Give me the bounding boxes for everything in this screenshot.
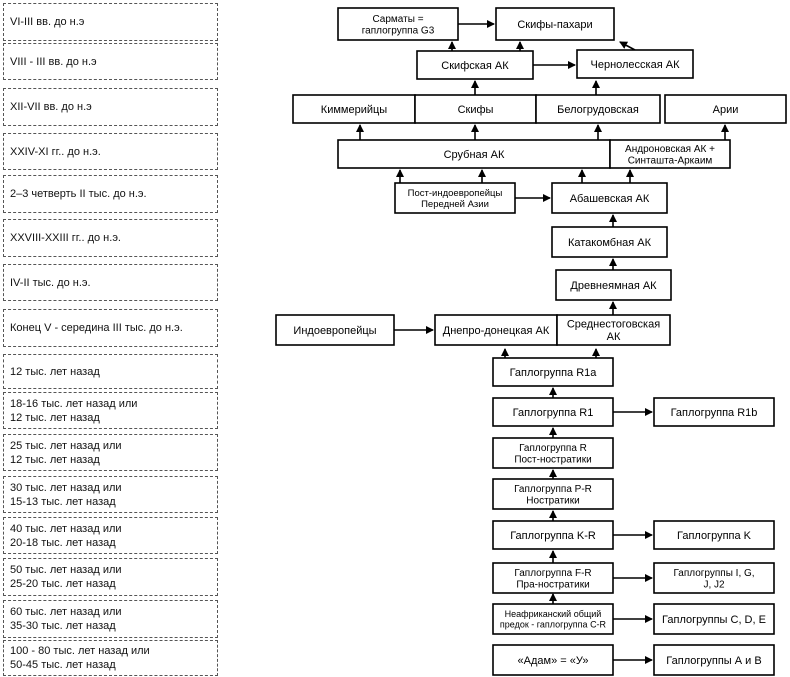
node-abashevskaya: Абашевская АК [551,182,668,214]
timeline-period: XXVIII-XXIII гг.. до н.э. [3,219,218,257]
node-label: Киммерийцы [321,104,388,116]
node-label: Днепро-донецкая АК [443,325,550,337]
node-sarmaty: Сарматы =гаплогруппа G3 [337,7,459,41]
node-label: Арии [713,104,739,116]
node-katakombnaya: Катакомбная АК [551,226,668,258]
timeline-period: 12 тыс. лет назад [3,354,218,389]
node-label: Индоевропейцы [293,325,376,337]
node-ab: Гаплогруппы А и В [653,644,775,676]
node-label: Катакомбная АК [568,237,652,249]
timeline-period: 25 тыс. лет назад или 12 тыс. лет назад [3,434,218,471]
node-label: Чернолесская АК [591,59,681,71]
node-kr: Гаплогруппа K-R [492,520,614,550]
node-k: Гаплогруппа K [653,520,775,550]
node-srubnaya: Срубная АК [337,139,611,169]
node-label: Белогрудовская [557,104,639,116]
node-label: Скифская АК [441,60,509,72]
node-label: Синташта-Аркаим [628,155,713,166]
timeline-period: 60 тыс. лет назад или 35-30 тыс. лет наз… [3,600,218,638]
node-skifskaya: Скифская АК [416,50,534,80]
timeline-period: VIII - III вв. до н.э [3,43,218,80]
timeline-period: IV-II тыс. до н.э. [3,264,218,301]
node-label: Пост-индоевропейцы [408,188,503,199]
nodes: Сарматы =гаплогруппа G3 Скифы-пахариСкифс… [275,7,787,676]
node-label: Гаплогруппа P-R [514,484,592,495]
timeline-period: 50 тыс. лет назад или 25-20 тыс. лет наз… [3,558,218,596]
timeline-period: 30 тыс. лет назад или 15-13 тыс. лет наз… [3,476,218,513]
node-dnepro: Днепро-донецкая АК [434,314,558,346]
node-ij: Гаплогруппы I, G,J, J2 [653,562,775,594]
node-skify: Скифы [414,94,537,124]
node-belogrudovskaya: Белогрудовская [535,94,661,124]
node-label: «Адам» = «У» [518,655,589,667]
node-andronovskaya: Андроновская АК +Синташта-Аркаим [609,139,731,169]
node-drevneyamnaya: Древнеямная АК [555,269,672,301]
node-label: J, J2 [703,579,725,590]
node-indoevropeytsy: Индоевропейцы [275,314,395,346]
node-cde: Гаплогруппы C, D, E [653,603,775,635]
node-kimmeriytsy: Киммерийцы [292,94,416,124]
node-label: Гаплогруппа R1b [671,407,758,419]
node-chernolesskaya: Чернолесская АК [576,49,694,79]
node-r1: Гаплогруппа R1 [492,397,614,427]
node-label: Гаплогруппы C, D, E [662,614,766,626]
node-label: Гаплогруппа R1a [510,367,598,379]
timeline-period: XII-VII вв. до н.э [3,88,218,126]
node-label: Абашевская АК [570,193,650,205]
node-label: Среднестоговская [567,319,660,331]
timeline-period: 18-16 тыс. лет назад или 12 тыс. лет наз… [3,392,218,429]
node-label: Сарматы = [372,14,423,25]
node-label: Гаплогруппы I, G, [673,568,754,579]
timeline-period: Конец V - середина III тыс. до н.э. [3,309,218,347]
node-label: АК [607,331,621,343]
node-label: Гаплогруппы А и В [666,655,761,667]
timeline-period: 40 тыс. лет назад или 20-18 тыс. лет наз… [3,517,218,554]
timeline-period: 100 - 80 тыс. лет назад или 50-45 тыс. л… [3,640,218,676]
node-label: Скифы [458,104,494,116]
node-label: Андроновская АК + [625,144,715,155]
node-label: Срубная АК [444,149,505,161]
timeline-period: XXIV-XI гг.. до н.э. [3,133,218,170]
node-r1a: Гаплогруппа R1a [492,357,614,387]
node-label: Скифы-пахари [517,19,592,31]
node-label: Пост-ностратики [514,454,591,465]
node-label: Древнеямная АК [570,280,657,292]
node-label: Гаплогруппа F-R [514,568,591,579]
timeline-period: 2–3 четверть II тыс. до н.э. [3,175,218,213]
node-label: Гаплогруппа K [677,530,752,542]
node-skify-pahari: Скифы-пахари [495,7,615,41]
node-label: предок - гаплогруппа C-R [500,619,607,629]
node-adam: «Адам» = «У» [492,644,614,676]
node-arii: Арии [664,94,787,124]
node-label: Неафриканский общий [505,609,602,619]
node-label: Ностратики [526,495,579,506]
node-label: Передней Азии [421,199,489,210]
node-label: Гаплогруппа R [519,443,587,454]
node-label: Гаплогруппа K-R [510,530,596,542]
node-label: Гаплогруппа R1 [513,407,594,419]
timeline-period: VI-III вв. до н.э [3,3,218,41]
node-label: Пра-ностратики [516,579,589,590]
node-label: гаплогруппа G3 [362,25,435,36]
arrow [619,41,636,51]
node-r1b: Гаплогруппа R1b [653,397,775,427]
